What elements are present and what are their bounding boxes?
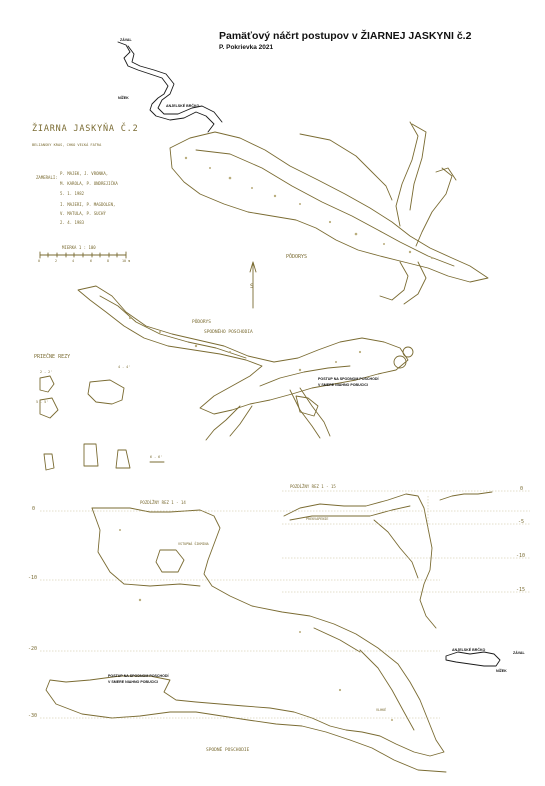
- depth-left-30: -30: [28, 713, 38, 719]
- inner-label-1: VSTUPNÁ ŠIKMINA: [178, 542, 209, 546]
- cross-section-label-1: 4 - 4': [118, 365, 131, 369]
- scale-tick-2: 2: [55, 259, 58, 263]
- depth-right-0: 0: [520, 486, 524, 492]
- depth-right-15: -15: [516, 587, 526, 593]
- entrance-passage: [117, 41, 215, 133]
- cross-section-3: [39, 397, 59, 419]
- lower-progress-line-1: POSTUP NA SPODNOM POSCHODÍ: [318, 377, 379, 381]
- lower-plan-outline: [77, 285, 409, 415]
- depth-left-10: -10: [28, 575, 38, 581]
- long-section-right: [283, 493, 437, 629]
- survey-1-line-3: 5. 1. 1982: [60, 191, 85, 196]
- depth-right-5: -5: [518, 519, 525, 525]
- upper-plan-outline: [169, 131, 489, 283]
- progress-bottom-line-1: POSTUP NA SPODNOM POSCHODÍ: [108, 674, 169, 678]
- map-author: P. Pokrievka 2021: [219, 44, 274, 51]
- progress-bottom-line-2: V SMERE NIAHNO POBUCICI: [108, 680, 158, 684]
- new-passage-label-top: ANJELSKÉ BRČKO: [166, 104, 200, 108]
- scale-tick-0: 0: [38, 259, 41, 263]
- depth-guides: [40, 490, 530, 719]
- survey-2-line-1: I. MAJERI, P. MAGDOLEN,: [60, 202, 116, 207]
- nizek-label-bottom: NÍŽEK: [496, 669, 507, 673]
- cross-section-label-3: 2 - 2': [40, 370, 53, 374]
- depth-left-20: -20: [28, 646, 38, 652]
- depth-right-10: -10: [516, 553, 526, 559]
- scale-tick-8: 8: [107, 259, 110, 263]
- scale-tick-10: 10 m: [122, 259, 131, 263]
- long-section-label-2: POZDĹŽNY REZ 1 - 15: [290, 484, 336, 489]
- fan-label-bottom: ANJELSKÉ BRČKO: [452, 648, 486, 652]
- scale-tick-6: 6: [90, 259, 93, 263]
- cross-section-5: [83, 443, 99, 467]
- fan-label-top: NÍŽEK: [118, 96, 129, 100]
- depth-left-0: 0: [32, 506, 36, 512]
- long-section-label-1: POZDĹŽNY REZ 1 - 14: [140, 500, 186, 505]
- survey-2-line-2: V. MATULA, P. SUCHÝ: [60, 211, 106, 216]
- inner-label-4: VLHKÉ: [376, 708, 387, 712]
- cave-name: ŽIARNA JASKYŇA Č.2: [32, 124, 139, 134]
- lower-plan-label-1: PÔDORYS: [192, 320, 211, 325]
- lower-plan-label-2: SPODNÉHO POSCHODIA: [204, 330, 253, 335]
- cross-section-1: [39, 375, 55, 393]
- map-title: Pamäťový náčrt postupov v ŽIARNEJ JASKYN…: [219, 30, 472, 42]
- inner-label-2: PREKVAPENIE: [306, 517, 329, 521]
- plan-label: PÔDORYS: [286, 254, 308, 260]
- long-section-left: [45, 507, 447, 773]
- survey-1-line-2: M. KAROLA, P. ONDREJIČKA: [60, 181, 118, 186]
- lower-progress-line-2: V SMERE NIAHNO POBUCICI: [318, 383, 368, 387]
- location-label: BELIANSKY KRAS, CHKO VEĽKÁ FATRA: [32, 143, 102, 147]
- entrance-label-bottom: ZÁVAL: [513, 651, 525, 655]
- cross-section-label-2: 5 - 5': [36, 400, 49, 404]
- cross-section-2: [87, 379, 125, 405]
- cross-section-4: [43, 453, 55, 471]
- inner-label-3: SPODNÉ POSCHODIE: [206, 748, 250, 753]
- survey-2-line-3: 2. 4. 1983: [60, 220, 85, 225]
- entrance-label-top: ZÁVAL: [120, 38, 132, 42]
- surveyed-label: ZAMERALI:: [36, 175, 58, 180]
- scale-label: MIERKA 1 : 100: [62, 245, 96, 250]
- cross-sections-label: PRIEČNE REZY: [34, 354, 71, 360]
- scale-bar: [39, 251, 127, 259]
- scale-tick-4: 4: [72, 259, 75, 263]
- north-label: S: [250, 283, 254, 290]
- cross-section-label-4: 6 - 6': [150, 455, 163, 459]
- cross-section-6: [115, 449, 131, 469]
- north-arrow: [249, 261, 257, 309]
- survey-1-line-1: P. MAJEK, J. VRONKA,: [60, 171, 109, 176]
